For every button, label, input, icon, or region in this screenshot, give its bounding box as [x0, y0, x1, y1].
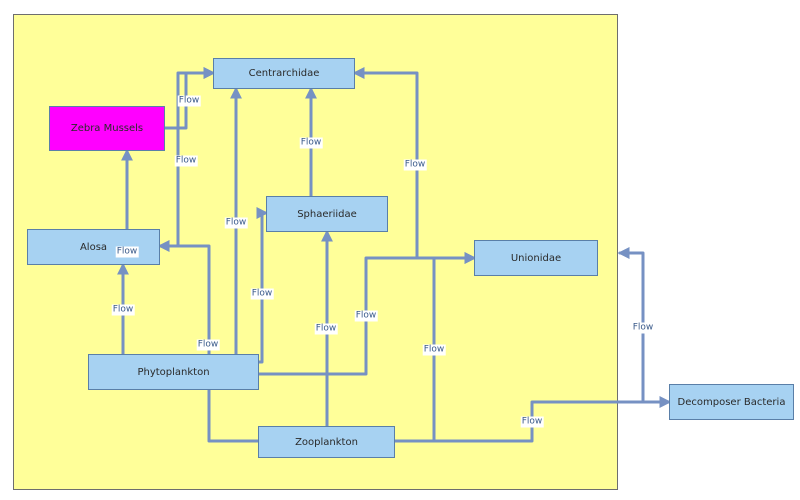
edge-label: Flow — [631, 322, 655, 334]
edge-label: Flow — [177, 95, 201, 107]
edge-phyto-to-sphaeriidae — [256, 207, 269, 364]
edge-label: Flow — [224, 217, 248, 229]
node-zebra-mussels[interactable]: Zebra Mussels — [49, 106, 165, 151]
node-alosa[interactable]: Alosa — [27, 229, 160, 265]
node-sphaeriidae[interactable]: Sphaeriidae — [266, 196, 388, 232]
node-zooplankton[interactable]: Zooplankton — [258, 426, 395, 458]
edge-label: Flow — [422, 344, 446, 356]
edge-label: Flow — [196, 339, 220, 351]
node-decomposer-bacteria[interactable]: Decomposer Bacteria — [669, 384, 794, 420]
edge-label: Flow — [314, 323, 338, 335]
edge-label: Flow — [115, 246, 139, 258]
node-centrarchidae[interactable]: Centrarchidae — [213, 58, 355, 89]
node-unionidae[interactable]: Unionidae — [474, 240, 598, 276]
edge-label: Flow — [354, 310, 378, 322]
edge-label: Flow — [250, 288, 274, 300]
edge-label: Flow — [174, 155, 198, 167]
edge-label: Flow — [520, 416, 544, 428]
edge-label: Flow — [403, 159, 427, 171]
edge-decomposer-to-unionidae — [617, 247, 645, 402]
edge-label: Flow — [299, 137, 323, 149]
node-phytoplankton[interactable]: Phytoplankton — [88, 354, 259, 390]
edge-label: Flow — [111, 304, 135, 316]
